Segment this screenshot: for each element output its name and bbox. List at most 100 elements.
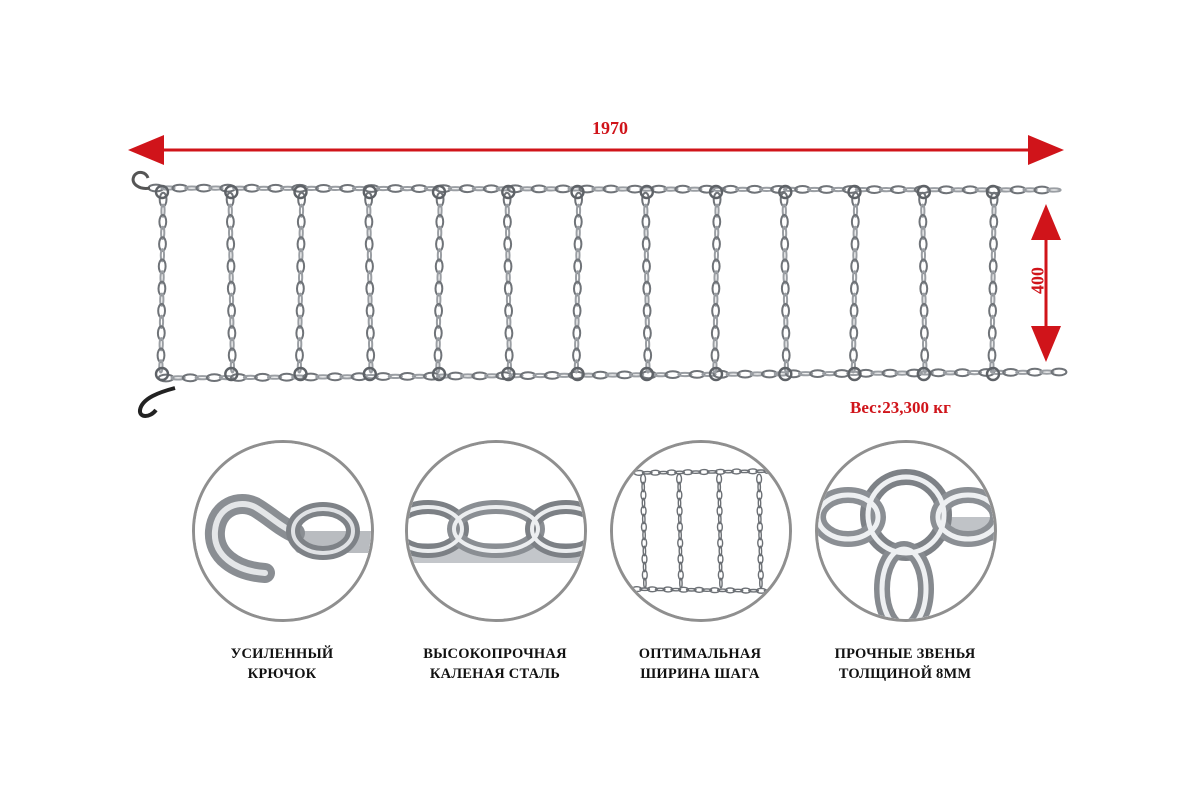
rung-chain-link (225, 214, 235, 230)
snow-chain-diagram (128, 135, 1068, 418)
rung-chain-link (298, 203, 305, 218)
top-side-chain-link (663, 186, 679, 192)
mini-chain-link (649, 469, 661, 476)
mini-chain-link (756, 521, 764, 533)
junction-ring (570, 184, 585, 200)
mini-chain-link (642, 561, 647, 573)
mini-chain-link (640, 505, 647, 517)
mini-chain-link (731, 468, 742, 475)
rung-chain-link (228, 292, 235, 307)
rung-chain-link (503, 236, 513, 252)
mini-chain-link (718, 561, 723, 573)
rung-chain-link (783, 337, 789, 352)
bottom-side-chain-link (543, 370, 561, 380)
bottom-side-chain-link (736, 369, 754, 379)
bottom-side-chain-link (254, 372, 271, 382)
bottom-side-chain-link (580, 372, 596, 378)
rung-chain-link (779, 214, 789, 230)
top-side-chain-link (435, 184, 452, 194)
rung-chain-link (572, 303, 582, 319)
rung-chain-link (783, 314, 789, 329)
bottom-side-chain-link (205, 373, 223, 383)
bottom-side-chain-link (749, 371, 765, 377)
top-side-chain-link (937, 185, 955, 195)
mini-chain-link (682, 469, 694, 476)
rung-chain-link (229, 314, 235, 329)
rung-chain-link (226, 258, 236, 275)
bottom-side-chain-link (1015, 369, 1031, 375)
rung-chain-link (159, 270, 165, 285)
rung-chain-link (921, 292, 927, 307)
rung-chain-link (641, 214, 651, 230)
bottom-side-chain-link (942, 370, 958, 376)
rung-chain-link (989, 214, 999, 230)
mini-chain-link (675, 473, 683, 485)
rung-chain-link (645, 359, 651, 374)
rung-chain-link (158, 214, 168, 230)
rung-chain-link (435, 214, 445, 230)
rung-chain-link (711, 258, 721, 275)
junction-ring (708, 366, 724, 382)
rung-chain-link (365, 280, 375, 297)
mini-chain-link (756, 505, 763, 517)
ladder-pitch-closeup-icon (613, 443, 789, 619)
junction-ring (362, 366, 377, 382)
junction-ring (639, 184, 654, 200)
top-side-chain-link (674, 184, 692, 194)
rung-chain-link (641, 191, 651, 208)
mini-chain-link (717, 481, 722, 493)
rung-chain-link (505, 248, 511, 263)
rung-chain-link (851, 337, 857, 352)
rung-chain-link (437, 203, 443, 218)
hook-closeup-icon (195, 443, 371, 619)
mini-chain-link (640, 489, 647, 501)
rung-chain-link (160, 203, 166, 218)
mini-chain-link (757, 513, 762, 525)
top-side-chain-link (458, 184, 476, 194)
rung-chain-link (367, 270, 373, 285)
rung-chain-link (434, 258, 444, 275)
rung-chain-link (643, 248, 650, 263)
rung-chain-link (226, 280, 236, 297)
rung-chain-link (573, 236, 583, 252)
mini-chain-link (666, 469, 677, 476)
rung-chain-link (505, 292, 512, 307)
rung-chain-link (435, 337, 441, 352)
top-side-chain-link (482, 184, 500, 194)
steel-chain-closeup-icon (408, 443, 584, 619)
mini-chain-link (757, 497, 762, 509)
bottom-side-chain-link (326, 372, 344, 382)
feature-pitch-circle (610, 440, 792, 622)
rung-chain-link (712, 314, 719, 329)
mini-chain-link (757, 569, 764, 581)
rung-chain-link (644, 314, 650, 329)
bottom-side-chain-link (761, 369, 778, 379)
rung-chain-link (506, 314, 512, 329)
rung-chain-link (780, 236, 790, 252)
rung-chain-link (503, 258, 513, 275)
rung-chain-link (436, 292, 442, 307)
rung-chain-link (989, 359, 995, 374)
mini-chain-link (678, 577, 683, 589)
junction-ring (154, 366, 170, 382)
feature-pitch: ОПТИМАЛЬНАЯ ШИРИНА ШАГА (610, 440, 792, 740)
junction-ring (847, 184, 862, 200)
top-side-chain-link (339, 183, 357, 193)
mini-chain-link (641, 497, 646, 509)
bottom-side-chain-link (267, 374, 283, 380)
junction-ring (847, 366, 862, 382)
junction-ring (293, 366, 308, 382)
junction-ring (431, 184, 447, 200)
rung-chain-link (644, 337, 651, 352)
bottom-side-chain-link (350, 372, 368, 382)
rung-chain-link (780, 258, 790, 275)
rung-chain-link (988, 303, 998, 319)
rung-chain-link (852, 248, 858, 263)
mini-chain-link (646, 586, 658, 593)
bottom-side-chain-link (688, 369, 706, 379)
rung-chain-link (782, 248, 788, 263)
top-side-chain-link (171, 183, 189, 193)
rung-chain-link (364, 191, 374, 208)
rung-chain-link (159, 248, 166, 263)
